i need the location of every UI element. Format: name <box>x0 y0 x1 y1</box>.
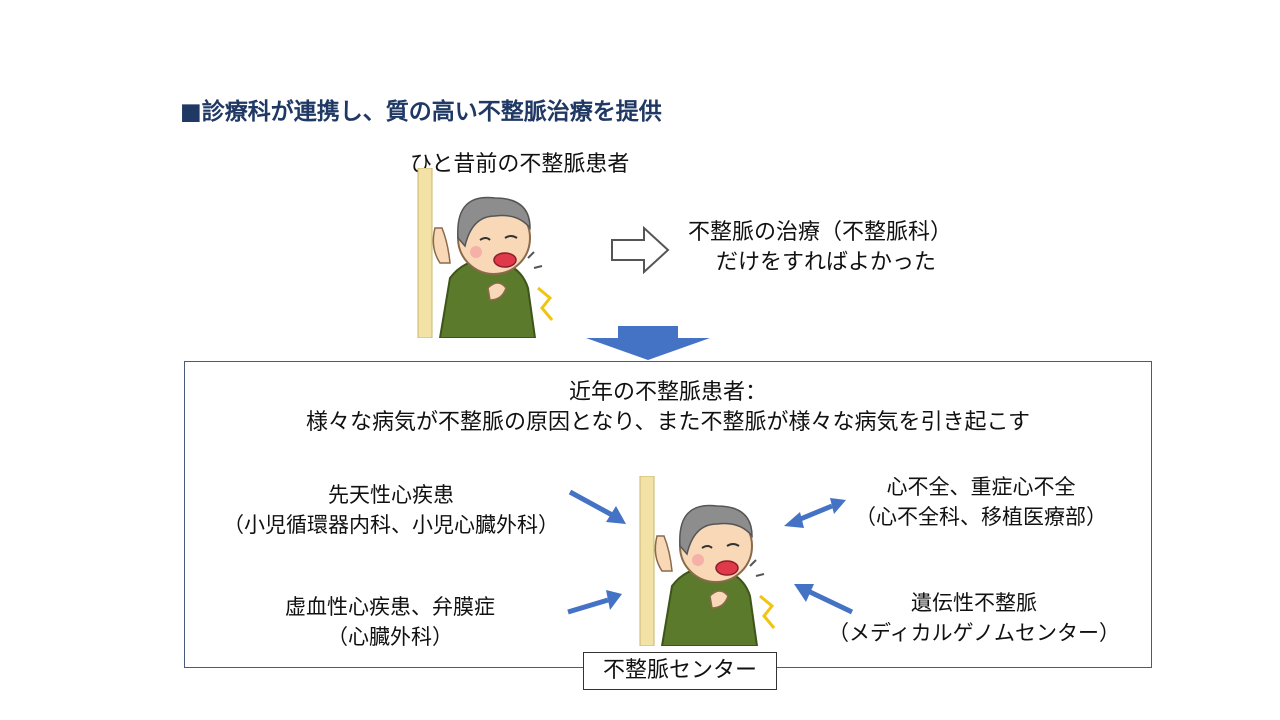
elderly-patient-icon <box>417 168 554 338</box>
ischemic-valvular-disease-note: 虚血性心疾患、弁膜症 （心臓外科） <box>220 592 560 652</box>
old-treatment-text: 不整脈の治療（不整脈科） だけをすればよかった <box>688 218 952 278</box>
genetic-line1: 遺伝性不整脈 <box>911 591 1037 615</box>
blue-down-arrow-icon <box>586 326 710 360</box>
arrhythmia-center-label: 不整脈センター <box>583 652 777 690</box>
center-heart-failure-bidirectional-arrow-icon <box>784 498 846 528</box>
congenital-to-center-arrow-icon <box>568 489 626 524</box>
congenital-heart-disease-note: 先天性心疾患 （小児循環器内科、小児心臓外科） <box>196 480 586 540</box>
ischemic-line2: （心臓外科） <box>327 625 453 649</box>
heart-failure-note: 心不全、重症心不全 （心不全科、移植医療部） <box>826 472 1136 532</box>
congenital-line1: 先天性心疾患 <box>328 483 454 507</box>
modern-title-line2: 様々な病気が不整脈の原因となり、また不整脈が様々な病気を引き起こす <box>305 410 1031 435</box>
hf-line2: （心不全科、移植医療部） <box>855 505 1107 529</box>
ischemic-line1: 虚血性心疾患、弁膜症 <box>285 595 495 619</box>
outline-right-arrow-icon <box>611 225 670 275</box>
genetic-line2: （メディカルゲノムセンター） <box>828 621 1120 645</box>
elderly-patient-icon <box>639 476 776 646</box>
modern-patient-description: 近年の不整脈患者： 様々な病気が不整脈の原因となり、また不整脈が様々な病気を引き… <box>184 378 1152 438</box>
page-heading: ■診療科が連携し、質の高い不整脈治療を提供 <box>180 99 662 125</box>
old-treatment-line2: だけをすればよかった <box>716 250 937 275</box>
ischemic-to-center-arrow-icon <box>567 590 622 615</box>
modern-title-line1: 近年の不整脈患者： <box>568 380 767 405</box>
genetic-to-center-arrow-icon <box>794 584 854 615</box>
genetic-arrhythmia-note: 遺伝性不整脈 （メディカルゲノムセンター） <box>804 588 1144 648</box>
congenital-line2: （小児循環器内科、小児心臓外科） <box>223 513 559 537</box>
old-treatment-line1: 不整脈の治療（不整脈科） <box>688 220 953 245</box>
hf-line1: 心不全、重症心不全 <box>886 475 1076 499</box>
old-patient-caption: ひと昔前の不整脈患者 <box>410 152 630 177</box>
